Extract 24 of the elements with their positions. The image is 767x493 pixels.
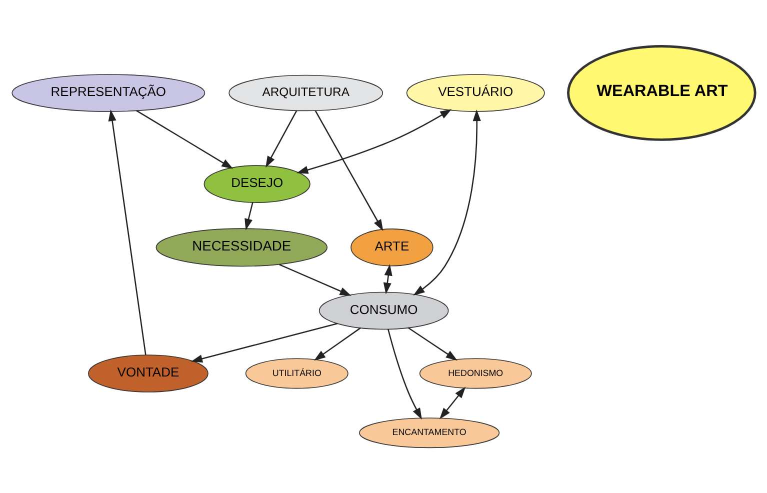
node-ellipse: REPRESENTAÇÃO bbox=[12, 74, 206, 112]
node-ellipse: CONSUMO bbox=[318, 291, 449, 330]
arrow bbox=[296, 108, 452, 174]
node-ellipse: UTILITÁRIO bbox=[245, 358, 348, 388]
node-ellipse: VESTUÁRIO bbox=[406, 74, 545, 112]
arrow bbox=[244, 202, 254, 230]
arrow bbox=[314, 326, 361, 360]
node-ellipse: WEARABLE ART bbox=[567, 44, 756, 140]
arrow bbox=[440, 386, 466, 419]
arrow bbox=[388, 328, 422, 420]
arrow bbox=[190, 322, 338, 362]
arrow bbox=[314, 110, 384, 231]
arrow bbox=[266, 110, 298, 168]
node-ellipse: NECESSIDADE bbox=[156, 228, 328, 266]
node-ellipse: ARQUITETURA bbox=[228, 74, 384, 111]
arrow bbox=[136, 110, 234, 168]
arrow bbox=[108, 108, 146, 355]
node-ellipse: ARTE bbox=[350, 228, 434, 266]
arrow bbox=[408, 326, 458, 360]
arrow bbox=[413, 109, 481, 295]
node-ellipse: HEDONISMO bbox=[419, 358, 532, 388]
node-ellipse: ENCANTAMENTO bbox=[359, 417, 500, 448]
arrow bbox=[279, 263, 352, 296]
arrow bbox=[383, 264, 392, 294]
